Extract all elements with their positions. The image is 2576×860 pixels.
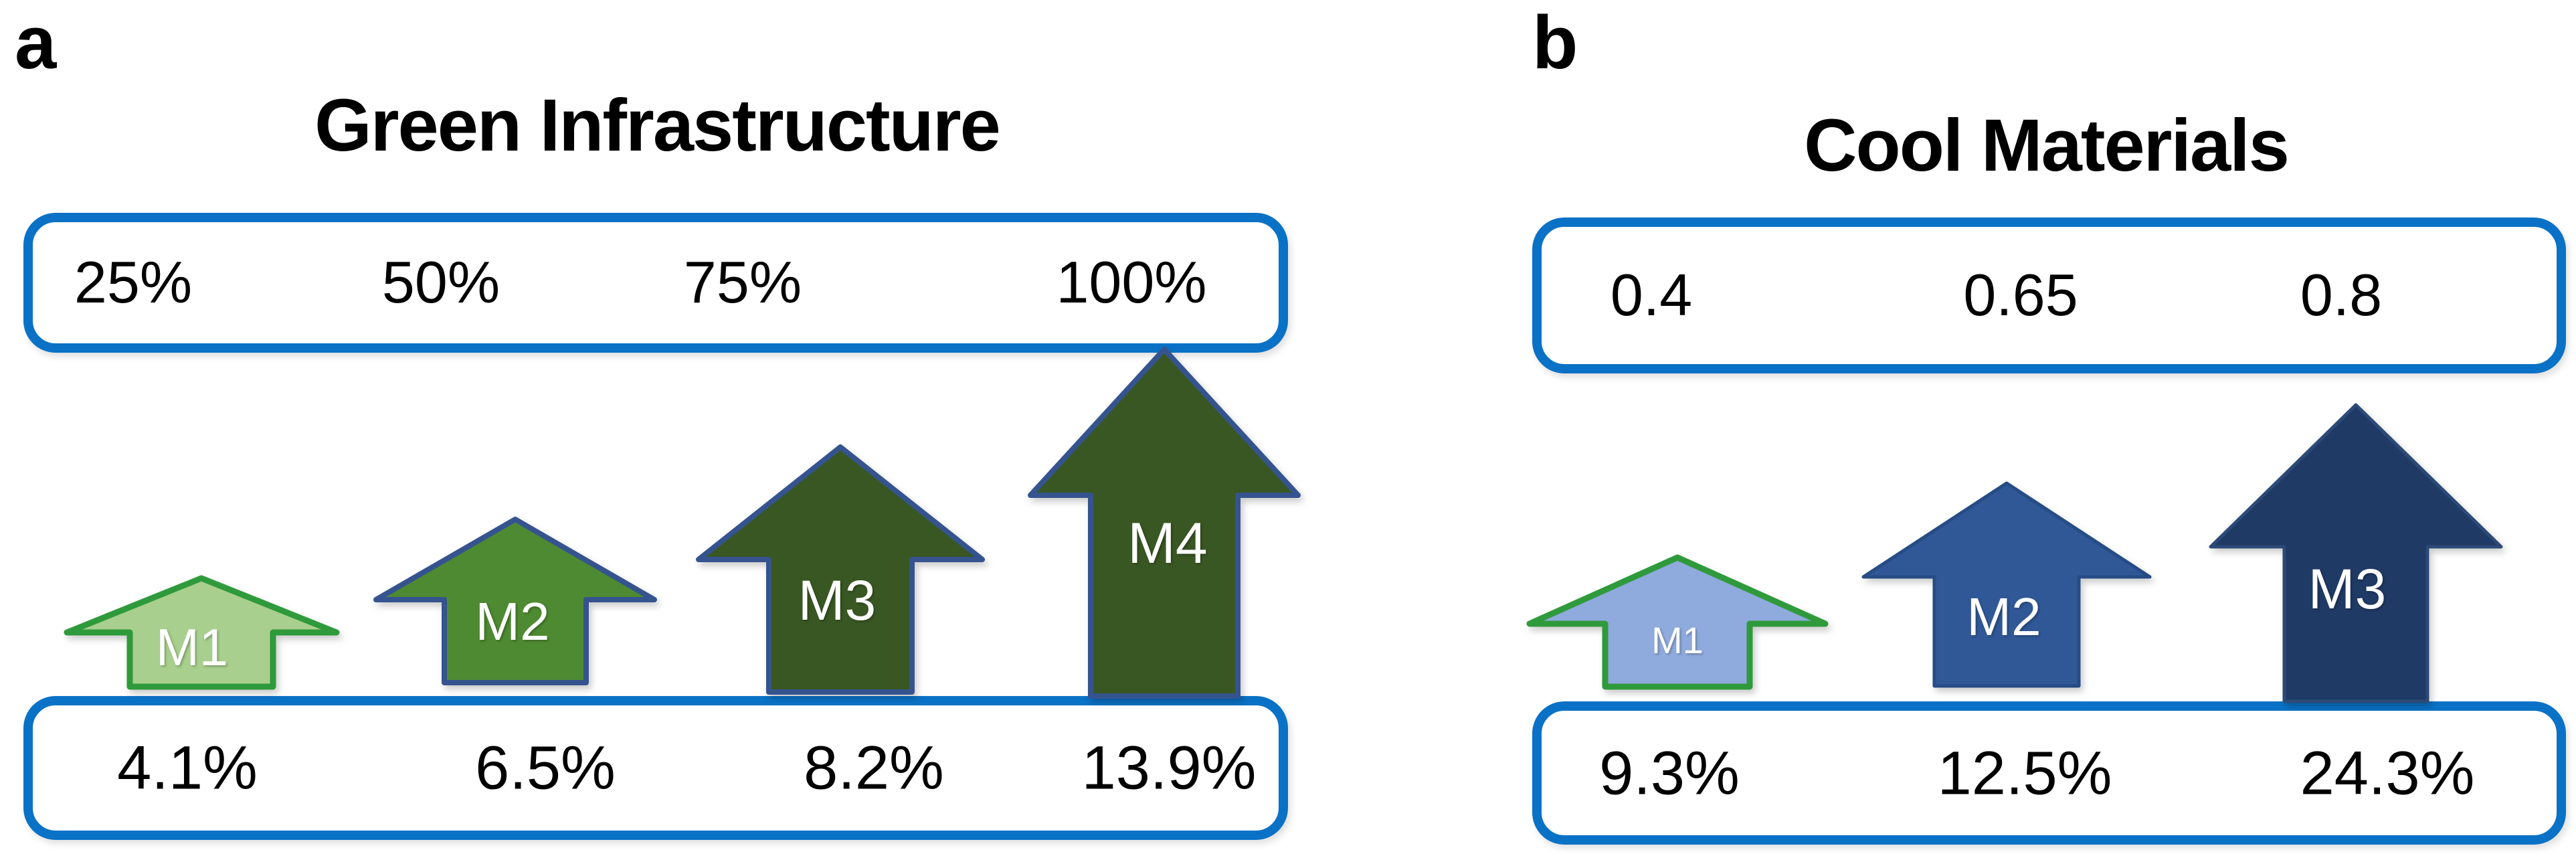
up-arrow-a-m4-icon bbox=[1028, 347, 1301, 699]
panel-a-scale-75: 75% bbox=[683, 249, 802, 315]
panel-a-scale-25: 25% bbox=[74, 249, 193, 315]
panel-b-value-m2: 12.5% bbox=[1937, 739, 2112, 808]
arrow-a-m2-label: M2 bbox=[475, 592, 550, 651]
panel-a-value-m1: 4.1% bbox=[117, 734, 258, 802]
panel-a-value-m4: 13.9% bbox=[1081, 734, 1257, 802]
panel-b-scale-08: 0.8 bbox=[2300, 262, 2383, 328]
panel-a-top-scale-box bbox=[23, 213, 1288, 353]
panel-a-value-m2: 6.5% bbox=[475, 734, 616, 802]
up-arrow-b-m3-icon bbox=[2209, 403, 2503, 703]
panel-b-title: Cool Materials bbox=[1804, 104, 2290, 187]
panel-b-top-scale-box bbox=[1532, 218, 2566, 373]
arrow-b-m1-label: M1 bbox=[1651, 619, 1704, 661]
up-arrow-b-m2-icon bbox=[1861, 481, 2152, 688]
panel-b-value-m3: 24.3% bbox=[2300, 739, 2475, 808]
panel-a-title: Green Infrastructure bbox=[314, 84, 1001, 167]
panel-a-value-m3: 8.2% bbox=[804, 734, 944, 802]
panel-a-letter: a bbox=[15, 1, 57, 84]
up-arrow-b-m1-icon bbox=[1526, 554, 1829, 690]
panel-a-scale-100: 100% bbox=[1056, 249, 1207, 315]
up-arrow-a-m2-icon bbox=[373, 517, 657, 685]
panel-b-bottom-value-box bbox=[1532, 701, 2566, 845]
panel-b-value-m1: 9.3% bbox=[1599, 739, 1740, 808]
panel-b-scale-065: 0.65 bbox=[1963, 262, 2078, 328]
up-arrow-a-m1-icon bbox=[64, 575, 340, 690]
arrow-b-m2-label: M2 bbox=[1966, 587, 2041, 647]
panel-a-scale-50: 50% bbox=[381, 249, 500, 315]
arrow-b-m3-label: M3 bbox=[2308, 557, 2387, 620]
arrow-a-m1-label: M1 bbox=[155, 618, 229, 677]
panel-a-bottom-value-box bbox=[23, 696, 1288, 840]
arrow-a-m4-label: M4 bbox=[1127, 511, 1208, 576]
panel-b-scale-04: 0.4 bbox=[1610, 262, 1693, 328]
arrow-a-m3-label: M3 bbox=[798, 569, 877, 632]
up-arrow-a-m3-icon bbox=[696, 444, 985, 695]
panel-b-letter: b bbox=[1532, 1, 1578, 84]
